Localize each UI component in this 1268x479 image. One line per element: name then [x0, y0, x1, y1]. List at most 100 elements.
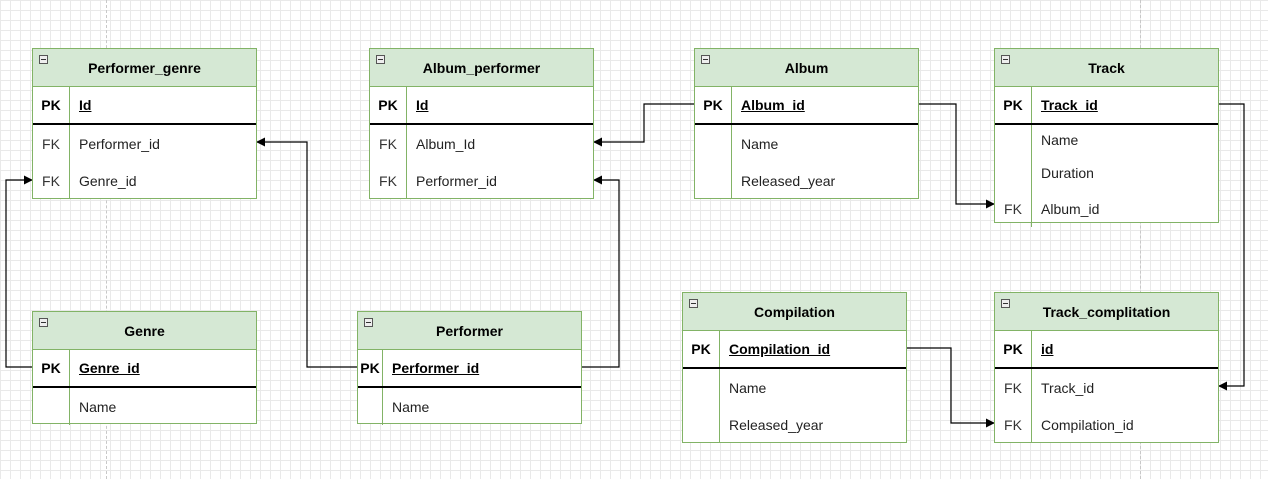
edge-track-to-track-compilation[interactable] [1218, 103, 1245, 391]
field-name: Compilation_id [1041, 416, 1134, 433]
entity-compilation[interactable]: Compilation PK Compilation_id Name Relea… [682, 292, 907, 443]
entity-row[interactable]: PK Compilation_id [683, 331, 906, 369]
key-label: FK [995, 406, 1032, 443]
entity-title: Track [1088, 59, 1125, 76]
key-label: PK [33, 350, 70, 386]
field-name: Album_id [1041, 200, 1100, 217]
field-name: Name [729, 379, 767, 396]
entity-row[interactable]: PK Performer_id [358, 350, 581, 388]
key-label: PK [370, 87, 407, 123]
entity-row[interactable]: FK Album_id [995, 190, 1218, 227]
entity-row[interactable]: Released_year [683, 406, 906, 443]
entity-track[interactable]: Track PK Track_id Name Duration FK Album… [994, 48, 1219, 227]
entity-row[interactable]: PK Track_id [995, 87, 1218, 125]
entity-performer[interactable]: Performer PK Performer_id Name [357, 311, 582, 425]
entity-header[interactable]: Performer_genre [33, 49, 256, 87]
entity-row[interactable]: FK Track_id [995, 369, 1218, 406]
entity-row[interactable]: Name [695, 125, 918, 162]
field-name: Genre_id [79, 360, 140, 376]
key-label: FK [370, 125, 407, 162]
entity-header[interactable]: Track_complitation [995, 293, 1218, 331]
collapse-icon[interactable] [1001, 299, 1010, 308]
key-label: PK [33, 87, 70, 123]
field-name: Album_Id [416, 135, 476, 152]
entity-row[interactable]: Name [683, 369, 906, 406]
field-name: Released_year [729, 416, 824, 433]
entity-header[interactable]: Track [995, 49, 1218, 87]
entity-album[interactable]: Album PK Album_id Name Released_year [694, 48, 919, 199]
field-name: Duration [1041, 164, 1094, 181]
entity-row[interactable]: FK Genre_id [33, 162, 256, 199]
key-label: FK [995, 369, 1032, 406]
page-guide-line [106, 0, 107, 479]
key-label [995, 155, 1032, 190]
collapse-icon[interactable] [701, 55, 710, 64]
edge-compilation-to-track-compilation[interactable] [907, 347, 995, 428]
key-label: FK [370, 162, 407, 199]
key-label: FK [33, 162, 70, 199]
entity-row[interactable]: Name [358, 388, 581, 425]
entity-row[interactable]: PK Id [33, 87, 256, 125]
entity-header[interactable]: Compilation [683, 293, 906, 331]
entity-header[interactable]: Album [695, 49, 918, 87]
entity-row[interactable]: PK id [995, 331, 1218, 369]
entity-title: Track_complitation [1042, 303, 1171, 320]
key-label: PK [358, 350, 383, 386]
entity-row[interactable]: Released_year [695, 162, 918, 199]
entity-performer-genre[interactable]: Performer_genre PK Id FK Performer_id FK… [32, 48, 257, 199]
field-name: Performer_id [392, 360, 480, 376]
entity-row[interactable]: FK Performer_id [370, 162, 593, 199]
key-label: PK [995, 87, 1032, 123]
edge-performer-to-album-performer[interactable] [582, 175, 620, 368]
entity-row[interactable]: FK Album_Id [370, 125, 593, 162]
page-guide-line [1140, 0, 1141, 479]
entity-row[interactable]: Duration [995, 155, 1218, 190]
field-name: Name [79, 398, 117, 415]
field-name: Compilation_id [729, 341, 831, 357]
edge-album-to-album-performer[interactable] [593, 103, 694, 147]
collapse-icon[interactable] [39, 318, 48, 327]
entity-title: Album [784, 59, 829, 76]
field-name: Genre_id [79, 172, 137, 189]
entity-row[interactable]: Name [33, 388, 256, 425]
collapse-icon[interactable] [39, 55, 48, 64]
entity-title: Performer_genre [88, 59, 201, 76]
key-label: PK [695, 87, 732, 123]
collapse-icon[interactable] [1001, 55, 1010, 64]
entity-genre[interactable]: Genre PK Genre_id Name [32, 311, 257, 425]
field-name: Album_id [741, 97, 805, 113]
entity-row[interactable]: FK Performer_id [33, 125, 256, 162]
collapse-icon[interactable] [689, 299, 698, 308]
key-label [358, 388, 383, 425]
collapse-icon[interactable] [376, 55, 385, 64]
entity-row[interactable]: PK Album_id [695, 87, 918, 125]
entity-track-compilation[interactable]: Track_complitation PK id FK Track_id FK … [994, 292, 1219, 443]
field-name: id [1041, 341, 1054, 357]
field-name: Id [79, 97, 92, 113]
field-name: Name [392, 398, 430, 415]
entity-header[interactable]: Genre [33, 312, 256, 350]
key-label [695, 162, 732, 199]
entity-row[interactable]: Name [995, 125, 1218, 155]
entity-album-performer[interactable]: Album_performer PK Id FK Album_Id FK Per… [369, 48, 594, 199]
field-name: Performer_id [416, 172, 497, 189]
edge-album-to-track[interactable] [919, 103, 995, 209]
key-label [683, 369, 720, 406]
collapse-icon[interactable] [364, 318, 373, 327]
field-name: Name [1041, 132, 1079, 148]
entity-header[interactable]: Album_performer [370, 49, 593, 87]
key-label: FK [33, 125, 70, 162]
key-label [683, 406, 720, 443]
edge-genre-to-performer-genre[interactable] [5, 175, 33, 368]
entity-title: Album_performer [422, 59, 541, 76]
entity-row[interactable]: FK Compilation_id [995, 406, 1218, 443]
entity-row[interactable]: PK Genre_id [33, 350, 256, 388]
key-label: FK [995, 190, 1032, 227]
key-label [695, 125, 732, 162]
field-name: Released_year [741, 172, 836, 189]
entity-title: Compilation [754, 303, 835, 320]
edge-performer-to-performer-genre[interactable] [256, 137, 357, 368]
entity-header[interactable]: Performer [358, 312, 581, 350]
entity-title: Performer [436, 322, 503, 339]
entity-row[interactable]: PK Id [370, 87, 593, 125]
